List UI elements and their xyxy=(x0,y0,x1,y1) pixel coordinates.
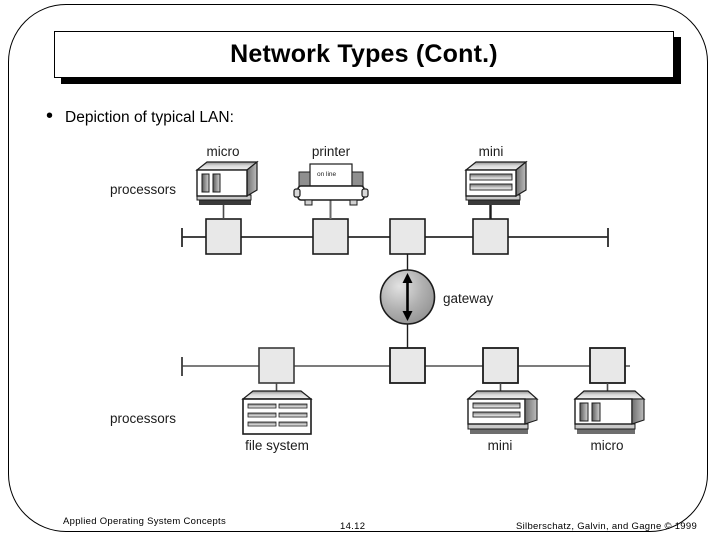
label-gateway: gateway xyxy=(443,291,494,306)
footer-book-title: Applied Operating System Concepts xyxy=(63,516,227,527)
bottom-bus-drop-leads xyxy=(275,383,609,399)
device-label-file-system: file system xyxy=(245,438,309,453)
device-file-system xyxy=(241,390,313,435)
footer-copyright: Silberschatz, Galvin, and Gagne © 1999 xyxy=(516,521,698,532)
device-label-mini-top: mini xyxy=(479,144,504,159)
bullet-item: • Depiction of typical LAN: xyxy=(46,105,234,128)
device-label-printer-top: printer xyxy=(312,144,351,159)
device-micro-bottom xyxy=(573,390,646,434)
device-mini-top xyxy=(464,160,528,205)
title-box: Network Types (Cont.) xyxy=(54,31,674,78)
bullet-dot-icon: • xyxy=(46,105,54,127)
device-mini-bottom xyxy=(466,390,539,434)
top-bus-drop-leads xyxy=(222,200,492,270)
label-processors-bottom: processors xyxy=(110,411,176,426)
bullet-item-label: Depiction of typical LAN: xyxy=(65,109,234,126)
device-label-micro-top: micro xyxy=(207,144,240,159)
device-printer-top xyxy=(293,163,369,206)
label-processors-top: processors xyxy=(110,182,176,197)
device-label-micro-bottom: micro xyxy=(591,438,624,453)
device-label-mini-bottom: mini xyxy=(488,438,513,453)
top-bus-taps xyxy=(205,218,509,255)
device-micro-top xyxy=(195,160,259,205)
page-title: Network Types (Cont.) xyxy=(230,40,498,68)
printer-paper-label: on line xyxy=(317,171,337,178)
gateway-node xyxy=(379,269,436,348)
footer-page-number: 14.12 xyxy=(340,521,366,532)
